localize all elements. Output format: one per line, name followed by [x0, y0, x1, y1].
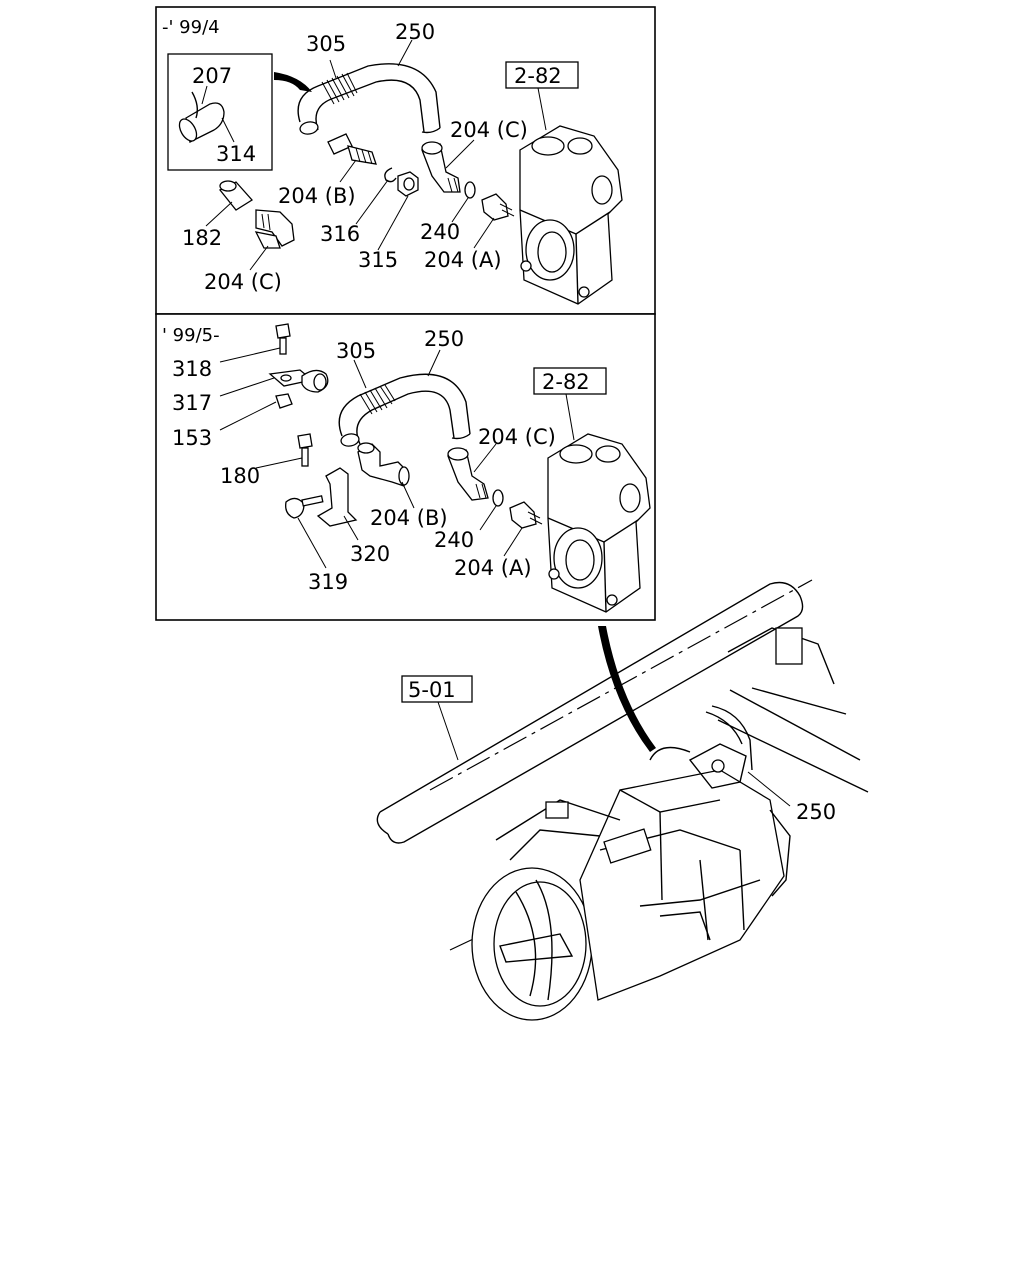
label-305: 305: [306, 32, 346, 56]
nut-153: [275, 393, 293, 409]
label-317: 317: [172, 391, 212, 415]
pointer-arrow-main-icon: [598, 626, 656, 752]
label-305-bottom: 305: [336, 339, 376, 363]
plug-204a-bottom: [509, 501, 543, 529]
plug-204a: [481, 193, 515, 221]
inset-detail: [167, 53, 273, 171]
bolt-180: [297, 433, 313, 467]
label-180: 180: [220, 464, 260, 488]
washer-240-bottom: [492, 489, 504, 507]
valve-block-bottom: [547, 433, 651, 613]
panel-bottom-header: ' 99/5-: [162, 325, 220, 346]
label-320: 320: [350, 542, 390, 566]
frame-rail: [376, 579, 869, 951]
ref-box-bottom: [533, 367, 607, 395]
ref-box-top: [505, 61, 579, 89]
panel-top-header: -' 99/4: [162, 17, 220, 38]
label-250-bottom: 250: [424, 327, 464, 351]
fitting-204c-lower: [254, 209, 295, 249]
label-250-main: 250: [796, 800, 836, 824]
label-240: 240: [420, 220, 460, 244]
ref-2-82-bottom: 2-82: [542, 370, 590, 394]
label-240-bottom: 240: [434, 528, 474, 552]
label-204c-lower: 204 (C): [204, 270, 282, 294]
nut-315: [397, 171, 419, 197]
washer-240: [464, 181, 476, 199]
label-319: 319: [308, 570, 348, 594]
clamp-317: [268, 369, 329, 393]
panel-bottom: ' 99/5- 318 317 153: [155, 313, 656, 621]
ref-2-82-top: 2-82: [514, 64, 562, 88]
label-315: 315: [358, 248, 398, 272]
transmission: [471, 705, 791, 1021]
main-assembly: 250 5-01: [376, 579, 869, 1021]
pointer-arrow-icon: [274, 72, 312, 92]
label-318: 318: [172, 357, 212, 381]
bolt-318: [275, 323, 291, 355]
hose-250: [297, 63, 441, 135]
elbow-204c: [421, 141, 461, 193]
valve-block-top: [519, 125, 623, 305]
ref-5-01: 5-01: [408, 678, 456, 702]
label-314: 314: [216, 142, 256, 166]
label-204a-bottom: 204 (A): [454, 556, 532, 580]
label-204a: 204 (A): [424, 248, 502, 272]
label-204c-bottom: 204 (C): [478, 425, 556, 449]
panel-top: -' 99/4 207 314 3: [155, 6, 656, 315]
label-204b: 204 (B): [278, 184, 356, 208]
label-204c-top: 204 (C): [450, 118, 528, 142]
tee-204b: [357, 442, 410, 487]
label-250: 250: [395, 20, 435, 44]
label-204b-bottom: 204 (B): [370, 506, 448, 530]
elbow-204c-bottom: [447, 447, 489, 501]
label-207: 207: [192, 64, 232, 88]
bolt-319: [285, 495, 324, 519]
fitting-204b: [327, 133, 377, 165]
bracket-320: [316, 467, 358, 527]
label-153: 153: [172, 426, 212, 450]
ref-box-main: [401, 675, 473, 703]
label-316: 316: [320, 222, 360, 246]
hose-250-bottom: [338, 373, 471, 447]
clip-316: [384, 167, 397, 183]
label-182: 182: [182, 226, 222, 250]
